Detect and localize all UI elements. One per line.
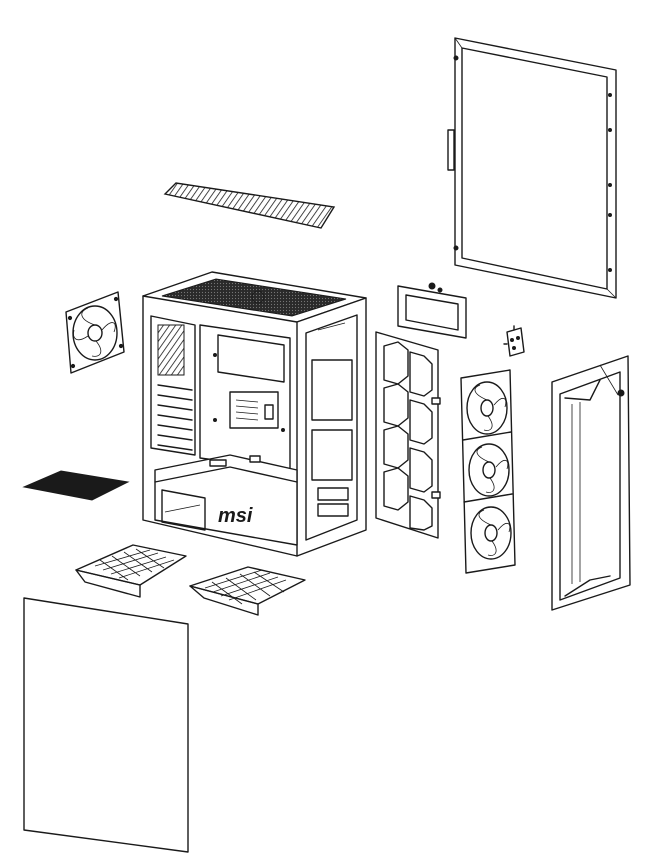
front-panel (551, 355, 631, 611)
mounting-bracket (397, 282, 467, 339)
bottom-dust-filter (22, 470, 130, 501)
drive-tray-right (189, 566, 306, 616)
drive-tray-left (75, 544, 187, 598)
left-side-panel (23, 597, 189, 853)
front-dust-filter (375, 331, 441, 539)
rear-fan (65, 291, 125, 374)
chassis: msi (142, 271, 367, 557)
front-fans (460, 369, 516, 574)
case-logo: msi (218, 505, 253, 527)
right-side-panel (447, 37, 617, 299)
fan-hub (503, 325, 525, 357)
top-dust-filter (163, 182, 336, 229)
pci-slots (157, 384, 193, 451)
